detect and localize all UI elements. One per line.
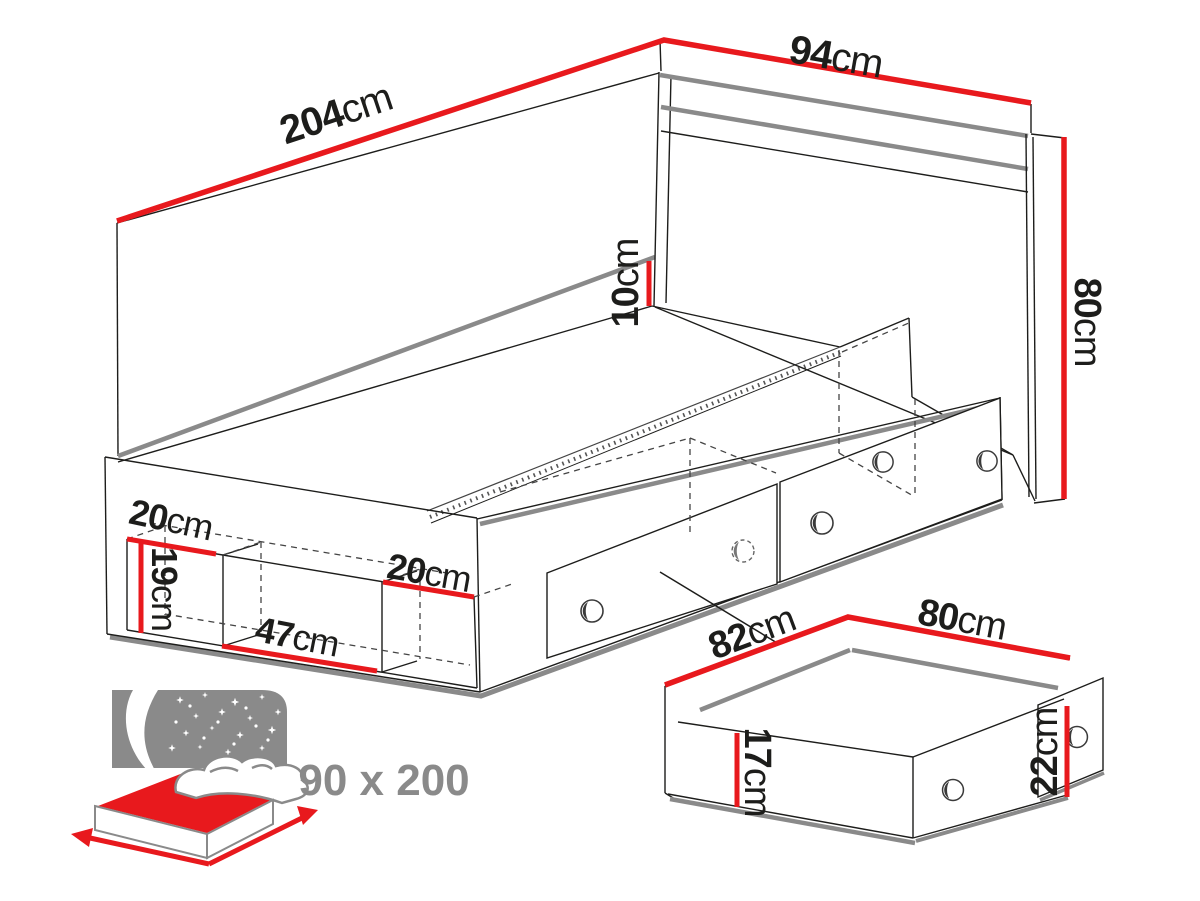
stars — [144, 692, 282, 768]
bed-hidden-lines — [126, 321, 916, 666]
hidden-drawer-knob-icon — [731, 539, 755, 563]
badge-size-arrows — [71, 806, 318, 867]
dim-label-niche-height: 19cm — [144, 546, 185, 632]
badge-duvet — [174, 755, 309, 805]
starry-headboard — [112, 690, 287, 768]
dim-label-drawer-front-height: 22cm — [1024, 707, 1066, 797]
drawer-front-panel — [1037, 676, 1105, 802]
bed-wall-panels — [116, 39, 1066, 504]
bed-mattress — [426, 305, 842, 524]
dim-line-drawer-top — [664, 614, 1071, 688]
badge-mattress-right — [206, 798, 274, 860]
side-drawer-fronts — [546, 396, 1003, 659]
dim-line-niche-right — [382, 579, 475, 600]
size-badge-icon — [71, 690, 318, 867]
mattress-size-label: 90 x 200 — [298, 756, 470, 805]
dim-label-drawer-inner-height: 17cm — [736, 727, 778, 817]
drawer-unit — [664, 617, 1105, 846]
dim-label-wall-band: 10cm — [605, 238, 647, 328]
bed-drawer-knobs — [580, 450, 998, 623]
dim-label-height: 80cm — [1066, 277, 1108, 367]
moon-crescent-icon — [125, 690, 164, 784]
dimension-lines — [116, 37, 1071, 807]
dim-line-niche-width — [221, 643, 378, 674]
bed-base — [104, 306, 1036, 699]
dim-line-length-width — [116, 37, 1032, 224]
